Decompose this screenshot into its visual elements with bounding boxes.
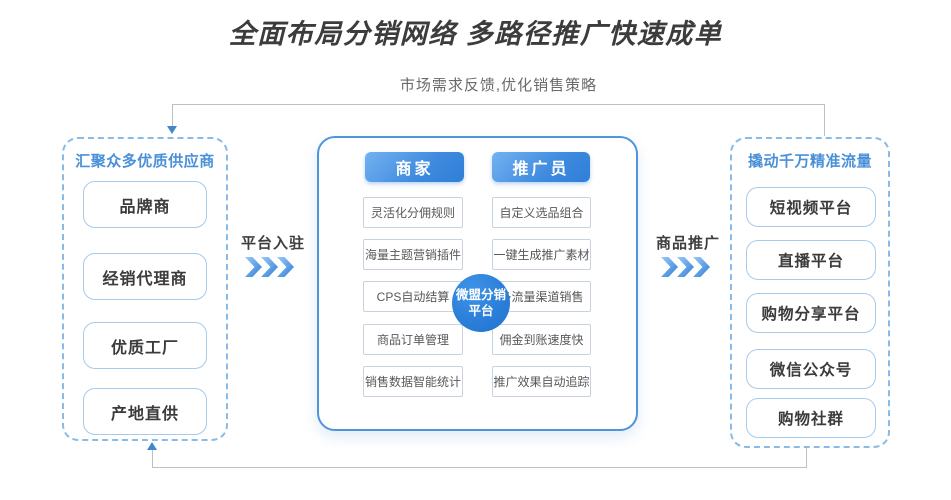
suppliers-panel-title: 汇聚众多优质供应商 [75, 153, 215, 170]
promoter-feature-promo-materials: 一键生成推广素材 [492, 239, 591, 270]
merchant-feature-commission-rules: 灵活化分佣规则 [363, 197, 463, 228]
flow-left-label: 平台入驻 [240, 235, 305, 252]
merchant-feature-sales-statistics: 销售数据智能统计 [363, 366, 463, 397]
promoter-column-header: 推广员 [492, 152, 590, 182]
platform-badge: 微盟分销平台 [452, 274, 510, 332]
traffic-item-livestream: 直播平台 [746, 240, 876, 280]
feedback-loop-label: 市场需求反馈,优化销售策略 [399, 77, 598, 94]
promoter-feature-auto-tracking: 推广效果自动追踪 [492, 366, 591, 397]
triple-chevron-right-icon [661, 257, 710, 277]
arrow-down-icon [167, 126, 177, 134]
triple-chevron-right-icon [245, 257, 294, 277]
traffic-item-shop-community: 购物社群 [746, 398, 876, 438]
arrow-up-icon [147, 442, 157, 450]
merchant-feature-cps-settlement: CPS自动结算 [363, 281, 463, 312]
traffic-item-short-video: 短视频平台 [746, 187, 876, 227]
feedback-line-top-left [172, 104, 173, 127]
supplier-item-factory: 优质工厂 [83, 322, 207, 369]
supplier-item-distributor: 经销代理商 [83, 253, 207, 300]
traffic-panel: 撬动千万精准流量 短视频平台 直播平台 购物分享平台 微信公众号 购物社群 [730, 137, 890, 448]
feedback-line-top-right [824, 104, 825, 136]
traffic-item-shop-sharing: 购物分享平台 [746, 293, 876, 333]
promoter-feature-fast-commission: 佣金到账速度快 [492, 324, 591, 355]
feedback-line-bottom-right [806, 447, 807, 468]
traffic-panel-title: 撬动千万精准流量 [747, 153, 872, 170]
merchant-feature-marketing-plugins: 海量主题营销插件 [363, 239, 463, 270]
supplier-item-brand: 品牌商 [83, 181, 207, 228]
suppliers-panel: 汇聚众多优质供应商 品牌商 经销代理商 优质工厂 产地直供 [62, 137, 228, 441]
page-title: 全面布局分销网络 多路径推广快速成单 [228, 19, 723, 49]
feedback-line-bottom [152, 467, 807, 468]
supplier-item-origin: 产地直供 [83, 388, 207, 435]
feedback-line-bottom-left [152, 450, 153, 468]
flow-right-label: 商品推广 [655, 235, 720, 252]
feedback-line-top [172, 104, 825, 105]
platform-panel: 商家 推广员 灵活化分佣规则 海量主题营销插件 CPS自动结算 商品订单管理 销… [317, 136, 638, 431]
merchant-feature-order-management: 商品订单管理 [363, 324, 463, 355]
traffic-item-wechat-official: 微信公众号 [746, 349, 876, 389]
promoter-feature-product-selection: 自定义选品组合 [492, 197, 591, 228]
merchant-column-header: 商家 [365, 152, 464, 182]
